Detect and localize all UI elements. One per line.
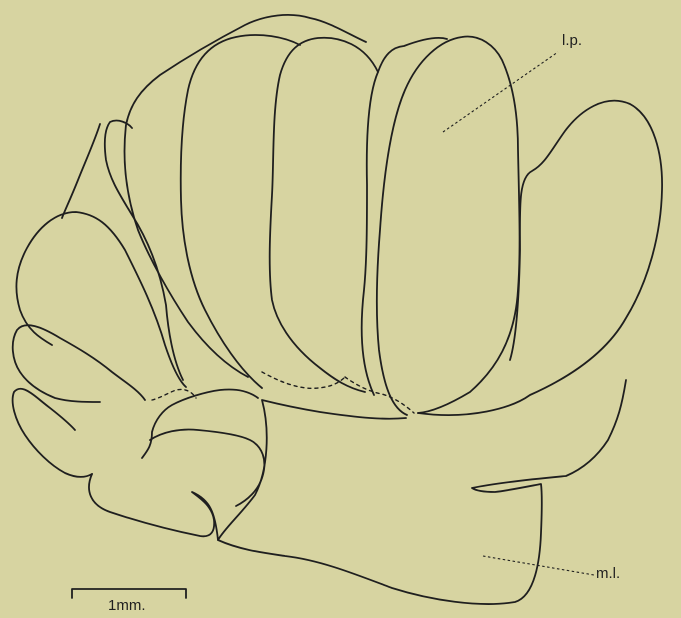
lower-lamella-outline-1 (16, 212, 186, 387)
large-lobe-outline (418, 101, 662, 415)
scale-bar-label: 1mm. (108, 598, 146, 613)
basal-lobe-outline (89, 429, 264, 540)
lower-lamella-outline-2 (13, 325, 145, 402)
dotted-hinge-2 (345, 377, 414, 413)
label-ml: m.l. (596, 566, 620, 581)
lamella-outline-7 (62, 124, 100, 218)
small-fold-outline (142, 389, 258, 458)
lp-leader-line (443, 52, 558, 132)
lamella-outline-5 (125, 15, 367, 377)
label-lp: l.p. (562, 33, 582, 48)
dotted-hinge-1 (262, 372, 345, 388)
lamella-outline-6 (105, 121, 183, 380)
